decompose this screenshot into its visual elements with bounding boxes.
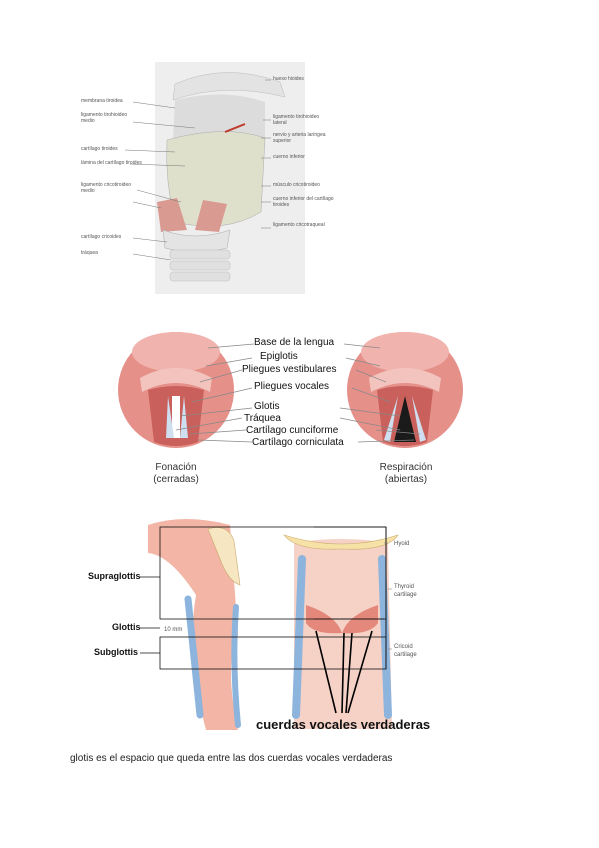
label-ligamento-tirohioideo-lateral: ligamento tirohioideo lateral <box>273 114 320 126</box>
label-ligamento-tirohioideo-medio: ligamento tirohioideo medio <box>81 112 128 124</box>
label-hyoid: Hyoid <box>394 541 410 547</box>
caption-fonacion-line1: Fonación <box>155 462 197 473</box>
label-cartilago-cricoides: cartílago cricoides <box>81 234 122 240</box>
larynx-sagittal-coronal-illustration <box>140 519 399 730</box>
larynx-external-figure: hueso hioides membrana tiroidea ligament… <box>75 62 355 297</box>
label-nervio-arteria-laringea: nervio y arteria laríngea superior <box>273 132 326 144</box>
label-supraglottis: Supraglottis <box>88 571 141 581</box>
label-pliegues-vestibulares: Pliegues vestibulares <box>242 364 337 375</box>
label-glotis: Glotis <box>254 401 280 412</box>
label-base-de-la-lengua: Base de la lengua <box>254 337 335 348</box>
caption-fonacion-line2: (cerradas) <box>153 474 199 485</box>
label-traquea-2: Tráquea <box>244 413 281 424</box>
label-membrana-tiroidea: membrana tiroidea <box>81 98 123 104</box>
label-epiglotis: Epiglotis <box>260 351 298 362</box>
larynx-sections-figure: Supraglottis Glottis Subglottis 10 mm Hy… <box>88 515 458 735</box>
glotis-definition-text: glotis es el espacio que queda entre las… <box>70 753 393 764</box>
label-cartilago-corniculata: Cartílago corniculata <box>252 437 344 448</box>
label-glottis: Glottis <box>112 622 141 632</box>
label-cartilago-cunciforme: Cartílago cunciforme <box>246 425 339 436</box>
laryngoscopy-figure: Base de la lengua Epiglotis Pliegues ves… <box>118 330 484 495</box>
label-hueso-hioides: hueso hioides <box>273 76 304 82</box>
label-cuerdas-vocales-verdaderas: cuerdas vocales verdaderas <box>256 717 431 732</box>
caption-respiracion-line2: (abiertas) <box>384 474 428 485</box>
caption-respiracion: Respiración (abiertas) <box>366 462 446 486</box>
label-traquea: tráquea <box>81 250 98 256</box>
label-cuerno-inferior: cuerno inferior <box>273 154 305 160</box>
label-pliegues-vocales: Pliegues vocales <box>254 381 330 392</box>
label-ligamento-cricotiroideo-medio: ligamento cricotiroideo medio <box>81 182 132 194</box>
label-musculo-cricotiroideo: músculo cricotiroideo <box>273 182 320 188</box>
vocal-folds-illustration <box>118 332 463 448</box>
label-cartilago-tiroides: cartílago tiroides <box>81 146 118 152</box>
label-scale-10mm: 10 mm <box>164 627 183 633</box>
label-cuerno-inferior-tiroides: cuerno inferior del cartílago tiroides <box>273 196 334 208</box>
label-thyroid-cartilage: Thyroid cartilage <box>394 584 417 598</box>
label-cricoid-cartilage: Cricoid cartilage <box>394 644 417 658</box>
caption-respiracion-line1: Respiración <box>379 462 433 473</box>
label-lamina-cartilago-tiroides: lámina del cartílago tiroides <box>81 160 142 166</box>
label-subglottis: Subglottis <box>94 647 138 657</box>
label-ligamento-cricotraqueal: ligamento cricotraqueal <box>273 222 325 228</box>
larynx-external-illustration <box>124 62 305 294</box>
caption-fonacion: Fonación (cerradas) <box>136 462 216 486</box>
